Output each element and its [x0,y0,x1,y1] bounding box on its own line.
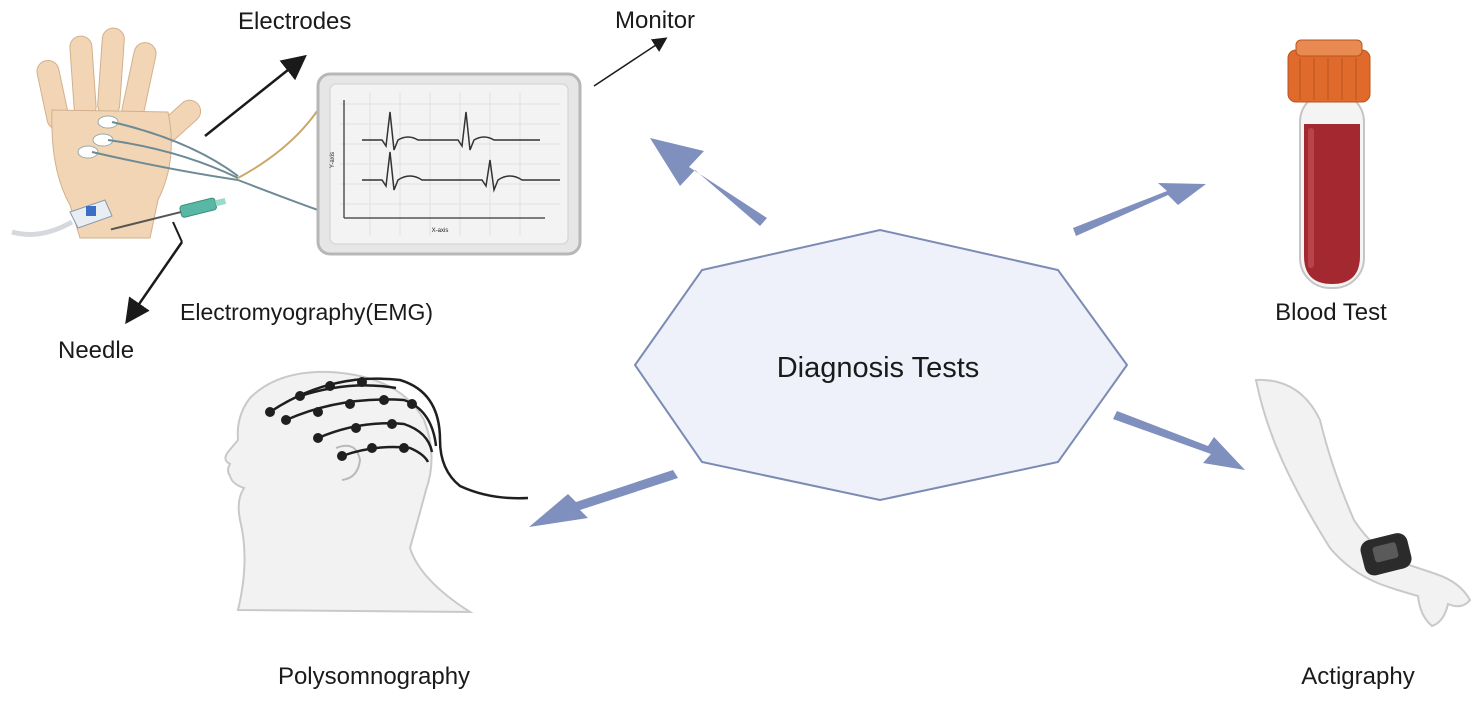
monitor-label: Monitor [615,7,695,34]
emg-label: Electromyography(EMG) [180,299,433,325]
polysomnography-label: Polysomnography [278,663,470,690]
center-node: Diagnosis Tests [633,228,1129,502]
arm-watch-icon [1254,378,1472,628]
needle-label: Needle [58,337,134,364]
arrow-to-monitor [650,138,767,226]
actigraphy-label: Actigraphy [1301,663,1414,690]
arrow-to-blood-test [1073,183,1206,236]
blood-test-label: Blood Test [1275,299,1387,326]
arrow-to-polysomnography [529,470,678,527]
emg-callout-lines [125,37,668,325]
arrow-to-actigraphy [1113,411,1245,470]
center-octagon [633,228,1129,502]
blood-tube-icon [1287,39,1371,289]
electrodes-label: Electrodes [238,8,351,35]
eeg-head-icon [224,370,529,614]
center-label: Diagnosis Tests [777,352,980,384]
monitor-icon: X-axis Y-axis [316,72,582,256]
monitor-y-axis-label: Y-axis [330,152,336,168]
hand-icon [11,27,319,239]
monitor-x-axis-label: X-axis [432,228,449,234]
